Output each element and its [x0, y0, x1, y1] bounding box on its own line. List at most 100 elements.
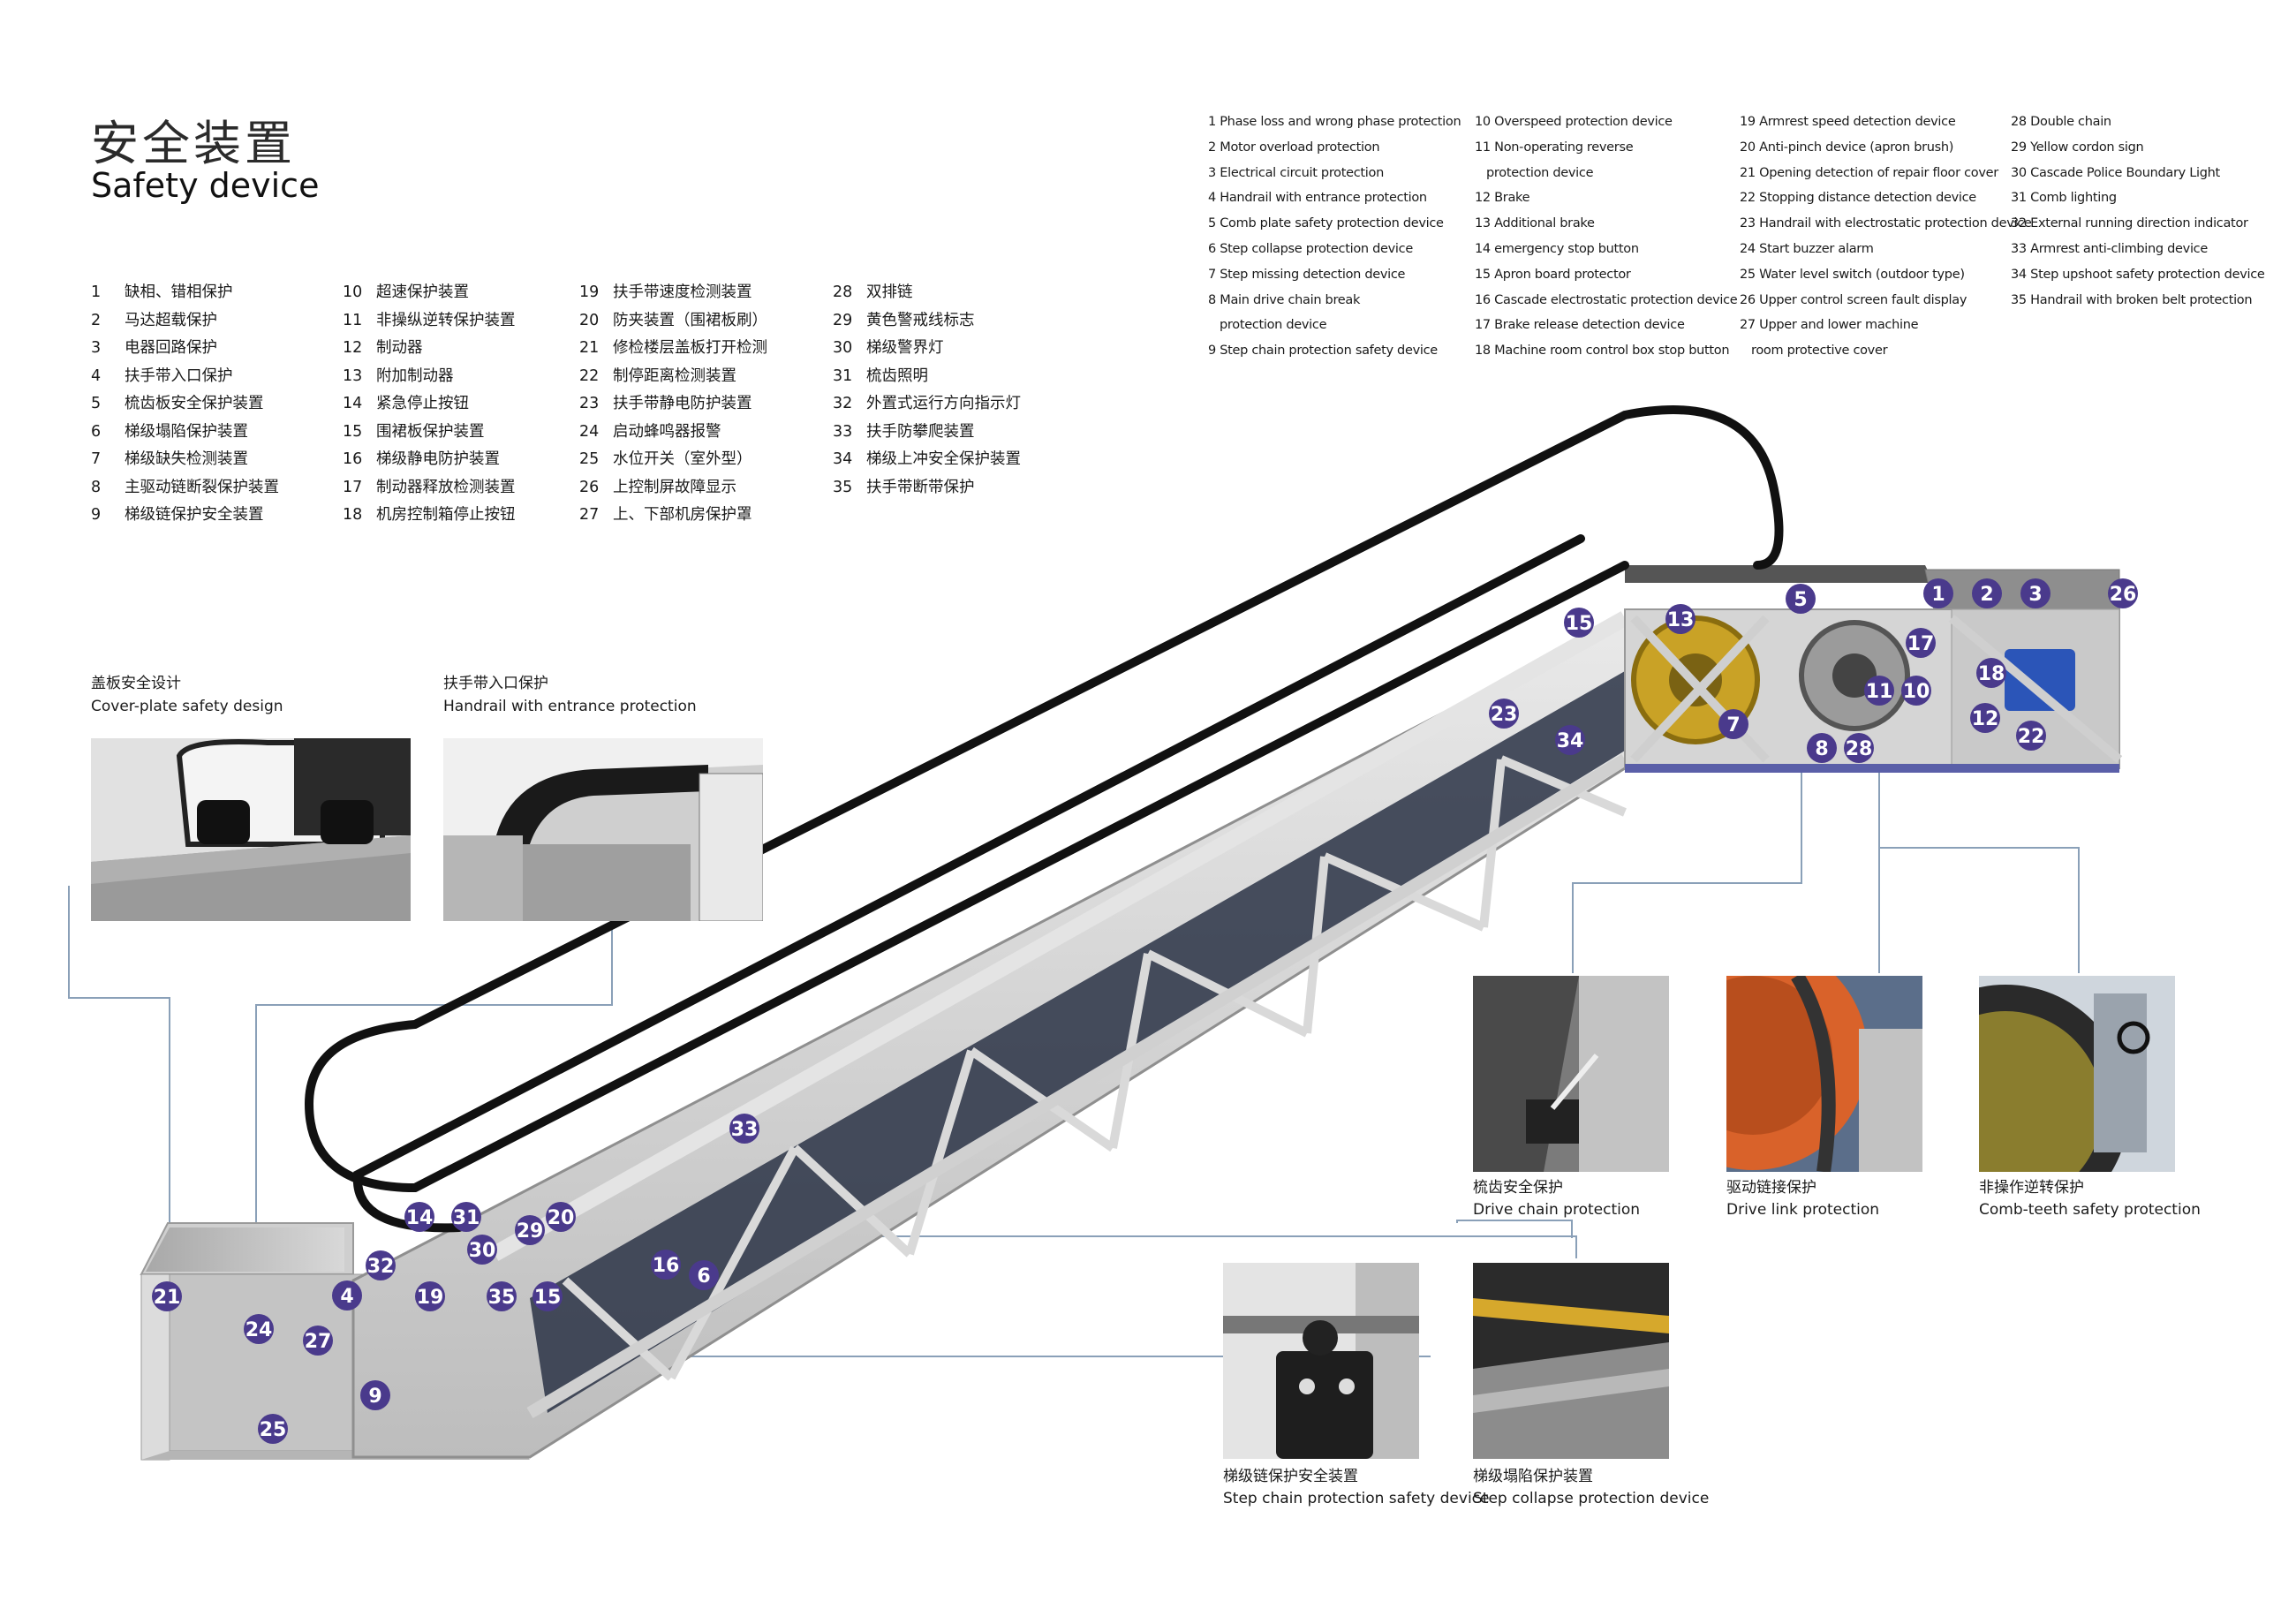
callout-badge[interactable]: 16	[651, 1250, 681, 1280]
callout-badge[interactable]: 3	[2020, 578, 2051, 608]
en-legend-item: 9 Step chain protection safety device	[1208, 344, 1438, 359]
callout-badge[interactable]: 2	[1972, 578, 2002, 608]
cn-legend-item: 8 主驱动链断裂保护装置	[91, 474, 338, 502]
en-legend-item: 34 Step upshoot safety protection device	[2011, 267, 2265, 282]
item-number: 9	[91, 506, 102, 524]
comb-teeth-photo	[1979, 976, 2175, 1172]
item-label: 非操纵逆转保护装置	[376, 311, 516, 329]
callout-badge[interactable]: 15	[532, 1281, 563, 1311]
item-label: 双排链	[866, 283, 913, 301]
badge-number: 18	[1978, 663, 2005, 685]
badge-number: 21	[154, 1287, 181, 1309]
callout-badge[interactable]: 11	[1864, 676, 1894, 706]
badge-number: 3	[2028, 584, 2042, 606]
callout-badge[interactable]: 23	[1489, 699, 1519, 729]
item-label: 扶手防攀爬装置	[866, 422, 975, 441]
callout-badge[interactable]: 15	[1564, 608, 1594, 638]
item-label: 主驱动链断裂保护装置	[125, 478, 279, 496]
callout-badge[interactable]: 24	[244, 1314, 274, 1344]
en-legend-item: 4 Handrail with entrance protection	[1208, 191, 1427, 206]
callout-badge[interactable]: 26	[2108, 578, 2138, 608]
en-legend-item: 3 Electrical circuit protection	[1208, 165, 1384, 180]
callout-badge[interactable]: 9	[360, 1380, 390, 1410]
callout-badge[interactable]: 18	[1976, 658, 2006, 688]
badge-number: 10	[1903, 681, 1930, 703]
callout-badge[interactable]: 6	[689, 1260, 719, 1290]
badge-number: 15	[1566, 613, 1593, 635]
badge-number: 16	[653, 1255, 680, 1277]
en-legend-column: 28 Double chain 29 Yellow cordon sign 30…	[2011, 110, 2276, 313]
callout-badge[interactable]: 14	[404, 1202, 434, 1232]
item-number: 15	[343, 422, 363, 441]
callout-badge[interactable]: 10	[1901, 676, 1931, 706]
item-label: 修检楼层盖板打开检测	[613, 339, 767, 357]
item-label: 制动器释放检测装置	[376, 478, 516, 496]
badge-number: 29	[517, 1220, 544, 1243]
en-legend-item: 2 Motor overload protection	[1208, 140, 1380, 155]
callout-badge[interactable]: 29	[515, 1215, 545, 1245]
item-number: 29	[833, 311, 853, 329]
callout-badge[interactable]: 31	[451, 1202, 481, 1232]
en-legend-item: 7 Step missing detection device	[1208, 267, 1406, 282]
en-legend-item: 27 Upper and lower machine	[1740, 318, 1919, 333]
callout-badge[interactable]: 1	[1923, 578, 1953, 608]
callout-badge[interactable]: 27	[303, 1326, 333, 1356]
callout-badge[interactable]: 13	[1665, 604, 1696, 634]
en-legend-item: 12 Brake	[1475, 191, 1530, 206]
badge-number: 31	[453, 1207, 480, 1229]
en-legend-item: 29 Yellow cordon sign	[2011, 140, 2144, 155]
en-legend-item: 10 Overspeed protection device	[1475, 115, 1673, 129]
item-label: 扶手带静电防护装置	[613, 395, 752, 412]
callout-badge[interactable]: 28	[1844, 733, 1874, 763]
handrails	[304, 405, 1784, 1233]
en-legend-item: 26 Upper control screen fault display	[1740, 292, 1967, 307]
photo-caption-en: Handrail with entrance protection	[443, 698, 697, 715]
callout-badge[interactable]: 30	[467, 1235, 497, 1265]
en-legend-column: 1 Phase loss and wrong phase protection …	[1208, 110, 1473, 364]
badge-number: 34	[1557, 730, 1584, 752]
callout-badge[interactable]: 19	[415, 1281, 445, 1311]
item-label: 附加制动器	[376, 366, 454, 385]
callout-badge[interactable]: 32	[366, 1250, 396, 1280]
handrail-entrance-photo	[443, 738, 763, 921]
callout-badge[interactable]: 20	[546, 1202, 576, 1232]
callout-badge[interactable]: 17	[1906, 628, 1936, 658]
callout-badge[interactable]: 21	[152, 1281, 182, 1311]
callout-badge[interactable]: 4	[332, 1280, 362, 1311]
en-legend-item: 19 Armrest speed detection device	[1740, 115, 1956, 129]
callout-badge[interactable]: 12	[1970, 703, 2000, 733]
item-number: 5	[91, 395, 102, 412]
callout-badge[interactable]: 33	[729, 1114, 759, 1144]
callout-badge[interactable]: 5	[1786, 584, 1816, 614]
photo-caption-cn: 非操作逆转保护	[1979, 1179, 2084, 1197]
callout-badge[interactable]: 34	[1555, 725, 1585, 755]
callout-badge[interactable]: 35	[487, 1281, 517, 1311]
badge-number: 2	[1980, 584, 1993, 606]
photo-caption-en: Step chain protection safety device	[1223, 1490, 1490, 1507]
en-legend-item: 30 Cascade Police Boundary Light	[2011, 165, 2220, 180]
step-chain-photo	[1223, 1263, 1419, 1459]
callout-badge[interactable]: 22	[2016, 721, 2046, 751]
item-label: 水位开关（室外型）	[613, 450, 752, 468]
callout-badge[interactable]: 8	[1807, 733, 1837, 763]
callout-badge[interactable]: 25	[258, 1414, 288, 1444]
badge-number: 11	[1866, 681, 1893, 703]
callout-badge[interactable]: 7	[1718, 709, 1748, 739]
item-number: 8	[91, 478, 102, 496]
item-label: 机房控制箱停止按钮	[376, 506, 516, 524]
item-label: 启动蜂鸣器报警	[613, 422, 721, 441]
item-number: 4	[91, 366, 102, 385]
